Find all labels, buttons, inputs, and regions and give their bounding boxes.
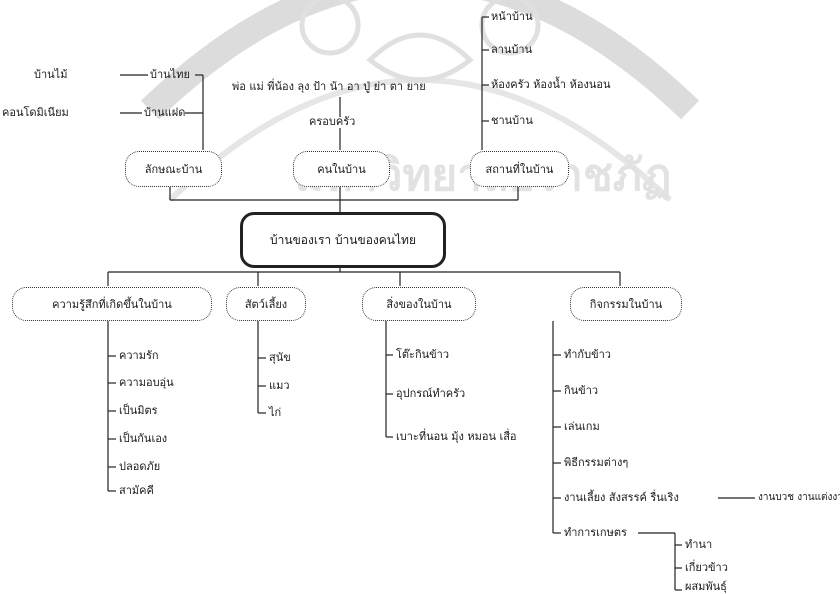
thing-item: เบาะที่นอน มุ้ง หมอน เสื่อ <box>396 430 517 443</box>
activity-item: กินข้าว <box>564 384 599 397</box>
feeling-item: ความรัก <box>119 349 159 362</box>
activity-item: ทำกับข้าว <box>564 348 611 361</box>
thing-item: อุปกรณ์ทำครัว <box>396 387 466 400</box>
feeling-item: เป็นกันเอง <box>119 432 168 445</box>
activity-item: งานเลี้ยง สังสรรค์ รื่นเริง <box>564 491 679 504</box>
feeling-item: ความอบอุ่น <box>119 376 174 389</box>
activity-item: พิธีกรรมต่างๆ <box>564 456 629 469</box>
place-item: ห้องครัว ห้องน้ำ ห้องนอน <box>491 78 611 91</box>
place-item: หน้าบ้าน <box>491 10 533 23</box>
pets-node: สัตว์เลี้ยง <box>226 287 306 321</box>
place-item: ลานบ้าน <box>491 43 533 56</box>
activities-node: กิจกรรมในบ้าน <box>570 287 682 321</box>
activity-item: เล่นเกม <box>564 420 600 433</box>
house-type-node: ลักษณะบ้าน <box>125 151 222 187</box>
pet-item: แมว <box>269 379 290 392</box>
center-node: บ้านของเรา บ้านของคนไทย <box>240 212 446 268</box>
pet-item: ไก่ <box>269 406 282 419</box>
farming-item: เกี่ยวข้าว <box>685 561 728 574</box>
party-detail: งานบวช งานแต่งงาน <box>758 492 840 503</box>
feeling-item: ปลอดภัย <box>119 460 161 473</box>
farming-item: ทำนา <box>685 538 713 551</box>
place-item: ชานบ้าน <box>491 114 533 127</box>
house-type-item: บ้านแฝด <box>144 106 186 119</box>
family-node: คนในบ้าน <box>293 151 390 187</box>
family-members: พ่อ แม่ พี่น้อง ลุง ป้า น้า อา ปู่ ย่า ต… <box>232 80 426 93</box>
house-type-item: บ้านไม้ <box>34 68 68 81</box>
places-node: สถานที่ในบ้าน <box>470 151 569 187</box>
thing-item: โต๊ะกินข้าว <box>396 348 450 361</box>
pet-item: สุนัข <box>269 351 291 364</box>
family-group: ครอบครัว <box>309 115 356 128</box>
things-node: สิ่งของในบ้าน <box>362 287 476 321</box>
feeling-item: สามัคคี <box>119 484 154 497</box>
farming-item: ผสมพันธุ์ <box>685 580 727 593</box>
house-type-item: คอนโดมิเนียม <box>2 106 69 119</box>
house-type-item: บ้านไทย <box>150 68 190 81</box>
activity-item: ทำการเกษตร <box>564 526 627 539</box>
feelings-node: ความรู้สึกที่เกิดขึ้นในบ้าน <box>12 287 212 321</box>
feeling-item: เป็นมิตร <box>119 404 158 417</box>
